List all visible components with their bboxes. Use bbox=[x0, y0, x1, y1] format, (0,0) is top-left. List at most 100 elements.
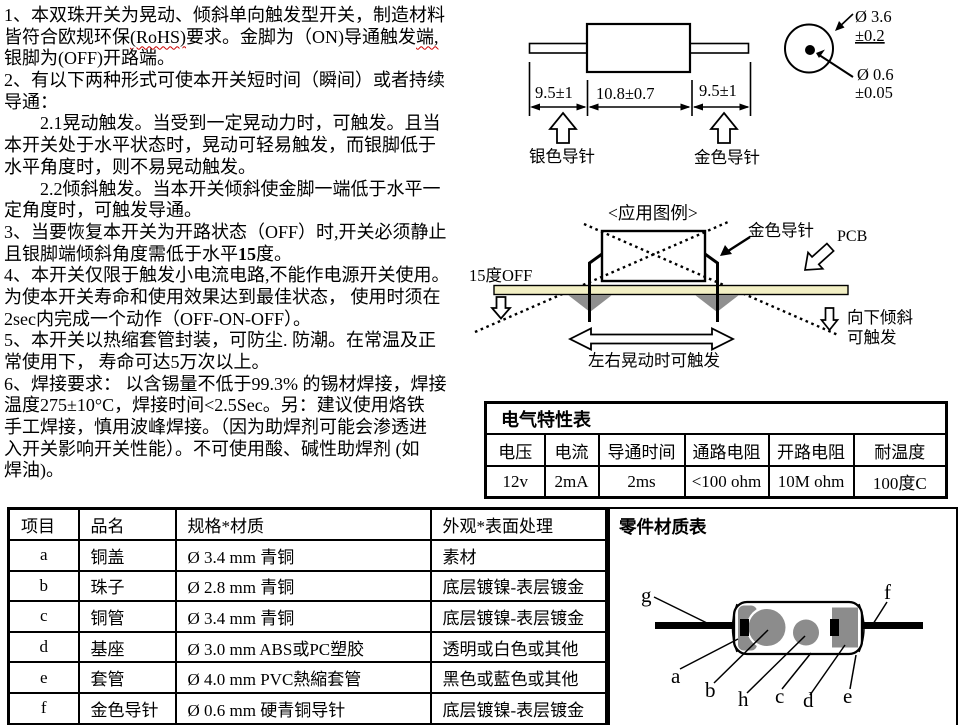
electrical-value-cell: 10M ohm bbox=[767, 465, 855, 499]
part-letter-e: e bbox=[843, 684, 852, 708]
parts-header-cell: 项目 bbox=[7, 507, 80, 541]
parts-table-row: d 基座 Ø 3.0 mm ABS或PC塑胶 透明或白色或其他 bbox=[7, 630, 608, 664]
note-line: 皆符合欧规环保(RoHS)要求。金脚为（ON)导通触发端, bbox=[4, 26, 439, 47]
electrical-value-cell: 2ms bbox=[597, 465, 686, 499]
part-finish-cell: 底层镀镍-表层镀金 bbox=[429, 600, 608, 633]
gold-pin-shape bbox=[688, 42, 750, 54]
gold-pin-pointer-arrow bbox=[709, 111, 739, 144]
note-line: 1、本双珠开关为晃动、倾斜单向触发型开关，制造材料 bbox=[4, 5, 445, 25]
part-finish-cell: 底层镀镍-表层镀金 bbox=[429, 569, 608, 603]
part-item-cell: f bbox=[7, 691, 80, 725]
electrical-value-cell: <100 ohm bbox=[683, 465, 770, 499]
gold-pin-label: 金色导针 bbox=[694, 148, 760, 167]
note-line: 2sec内完成一个动作（OFF-ON-OFF）。 bbox=[4, 308, 312, 329]
pin-diameter-tolerance: ±0.05 bbox=[855, 83, 893, 102]
note-line: 常使用下， 寿命可达5万次以上。 bbox=[4, 352, 270, 372]
note-line: 导通： bbox=[4, 91, 58, 112]
part-name-cell: 珠子 bbox=[77, 569, 177, 603]
note-line: 银脚为(OFF)开路端。 bbox=[4, 48, 176, 69]
silver-pin-label: 银色导针 bbox=[529, 147, 595, 166]
material-panel: 零件材质表 g bbox=[608, 507, 958, 725]
part-letter-h: h bbox=[738, 687, 749, 711]
part-name-cell: 基座 bbox=[77, 630, 177, 664]
tube-end-left bbox=[731, 603, 738, 653]
part-spec-cell: Ø 3.4 mm 青铜 bbox=[174, 539, 432, 572]
electrical-header-cell: 通路电阻 bbox=[683, 433, 770, 467]
body-diameter-label: Ø 3.6 bbox=[855, 7, 892, 26]
part-name-cell: 套管 bbox=[77, 661, 177, 694]
part-item-cell: b bbox=[7, 569, 80, 603]
dim-mid-label: 10.8±0.7 bbox=[596, 84, 655, 103]
tilt-line-right bbox=[583, 222, 839, 337]
part-finish-cell: 透明或白色或其他 bbox=[429, 630, 608, 664]
silver-pin-shape bbox=[528, 42, 589, 54]
note-line: 为使本开关寿命和使用效果达到最佳状态， 使用时须在 bbox=[4, 286, 441, 307]
part-spec-cell: Ø 0.6 mm 硬青铜导针 bbox=[174, 691, 432, 725]
small-ball bbox=[793, 619, 819, 646]
note-line: 2、有以下两种形式可使本开关短时间（瞬间）或者持续 bbox=[4, 70, 445, 91]
part-spec-cell: Ø 3.4 mm 青铜 bbox=[174, 600, 432, 633]
electrical-value-cell: 2mA bbox=[543, 465, 600, 499]
note-line: 4、本开关仅限于触发小电流电路,不能作电源开关使用。 bbox=[4, 265, 450, 286]
pin-diameter-label: Ø 0.6 bbox=[857, 65, 894, 84]
application-title: <应用图例> bbox=[608, 203, 698, 223]
note-line: 5、本开关以热缩套管封装，可防尘. 防潮。在常温及正 bbox=[4, 330, 436, 351]
parts-header-cell: 外观*表面处理 bbox=[429, 507, 608, 541]
parts-table-row: a 铜盖 Ø 3.4 mm 青铜 素材 bbox=[7, 539, 608, 572]
tube-end-right bbox=[858, 603, 865, 653]
part-finish-cell: 底层镀镍-表层镀金 bbox=[429, 691, 608, 725]
electrical-header-cell: 电流 bbox=[543, 433, 600, 467]
pcb-board bbox=[493, 284, 849, 296]
switch-body-shape bbox=[585, 22, 692, 74]
note-line: 焊油)。 bbox=[4, 460, 64, 481]
rohs-spellcheck: (RoHS) bbox=[130, 26, 187, 47]
part-finish-cell: 黑色或藍色或其他 bbox=[429, 661, 608, 694]
part-finish-cell: 素材 bbox=[429, 539, 608, 572]
parts-table-row: e 套管 Ø 4.0 mm PVC熱縮套管 黑色或藍色或其他 bbox=[7, 661, 608, 694]
part-spec-cell: Ø 3.0 mm ABS或PC塑胶 bbox=[174, 630, 432, 664]
note-line: 3、当要恢复本开关为开路状态（OFF）时,开关必须静止 bbox=[4, 221, 447, 242]
part-item-cell: a bbox=[7, 539, 80, 572]
pcb-label: PCB bbox=[837, 228, 867, 245]
dim-right-label: 9.5±1 bbox=[699, 81, 737, 100]
gold-pin-label: 金色导针 bbox=[748, 221, 814, 240]
notes-section: 1、本双珠开关为晃动、倾斜单向触发型开关，制造材料 皆符合欧规环保(RoHS)要… bbox=[4, 5, 482, 482]
electrical-header-row: 电压电流导通时间通路电阻开路电阻耐温度 bbox=[484, 433, 948, 467]
pcb-pointer-arrow bbox=[803, 242, 835, 271]
application-diagram: <应用图例> 15度OFF 金色导针 PCB 向下倾斜 可触发 左右晃动时可触发 bbox=[469, 203, 914, 370]
part-item-cell: d bbox=[7, 630, 80, 664]
note-line: 定角度时，可触发导通。 bbox=[4, 200, 202, 221]
right-pin-end bbox=[830, 619, 839, 636]
part-name-cell: 铜管 bbox=[77, 600, 177, 633]
part-name-cell: 金色导针 bbox=[77, 691, 177, 725]
electrical-header-cell: 导通时间 bbox=[597, 433, 686, 467]
part-item-cell: c bbox=[7, 600, 80, 633]
part-spec-cell: Ø 4.0 mm PVC熱縮套管 bbox=[174, 661, 432, 694]
note-line: 温度275±10°C，焊接时间<2.5Sec。另：建议使用烙铁 bbox=[4, 395, 425, 416]
down-arrow-left bbox=[490, 296, 512, 320]
part-letter-d: d bbox=[803, 688, 814, 712]
part-letter-g: g bbox=[641, 583, 652, 607]
switch-outline bbox=[600, 229, 707, 283]
electrical-header-cell: 电压 bbox=[484, 433, 546, 467]
part-letter-a: a bbox=[671, 664, 681, 688]
electrical-value-cell: 12v bbox=[484, 465, 546, 499]
material-diagram: g f a b h c d e bbox=[641, 580, 923, 712]
parts-header-cell: 品名 bbox=[77, 507, 177, 541]
left-pin-end bbox=[740, 619, 749, 636]
electrical-header-cell: 耐温度 bbox=[852, 433, 948, 467]
electrical-header-cell: 开路电阻 bbox=[767, 433, 855, 467]
tilt-trigger-label-1: 向下倾斜 bbox=[847, 308, 914, 327]
parts-table-row: f 金色导针 Ø 0.6 mm 硬青铜导针 底层镀镍-表层镀金 bbox=[7, 691, 608, 725]
parts-table-row: b 珠子 Ø 2.8 mm 青铜 底层镀镍-表层镀金 bbox=[7, 569, 608, 603]
part-item-cell: e bbox=[7, 661, 80, 694]
body-diameter-tolerance: ±0.2 bbox=[855, 26, 885, 45]
parts-table: 项目品名规格*材质外观*表面处理 a 铜盖 Ø 3.4 mm 青铜 素材 b 珠… bbox=[7, 507, 608, 725]
note-line: 水平角度时，则不易晃动触发。 bbox=[4, 156, 256, 177]
electrical-table-title: 电气特性表 bbox=[484, 401, 948, 435]
large-ball bbox=[748, 609, 786, 646]
part-letter-c: c bbox=[775, 684, 784, 708]
note-line: 且银脚端倾斜角度需低于水平15度。 bbox=[4, 243, 292, 264]
